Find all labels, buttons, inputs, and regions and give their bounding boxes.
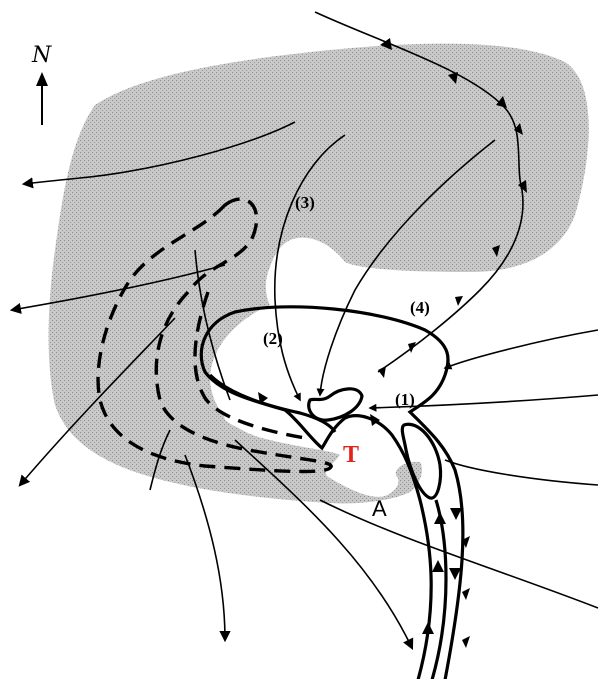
streamline-east-low [445,460,598,485]
streamline-east [445,330,598,368]
stream-label-1: (1) [395,390,415,409]
stream-label-3: (3) [295,193,315,212]
north-arrow-icon [36,72,48,125]
stream-label-2: (2) [263,329,283,348]
north-label: N [31,43,52,68]
point-label-a: A [372,496,387,521]
point-label-t: T [343,442,359,468]
stream-label-4: (4) [410,298,430,317]
jet-inner-strand [432,500,446,679]
